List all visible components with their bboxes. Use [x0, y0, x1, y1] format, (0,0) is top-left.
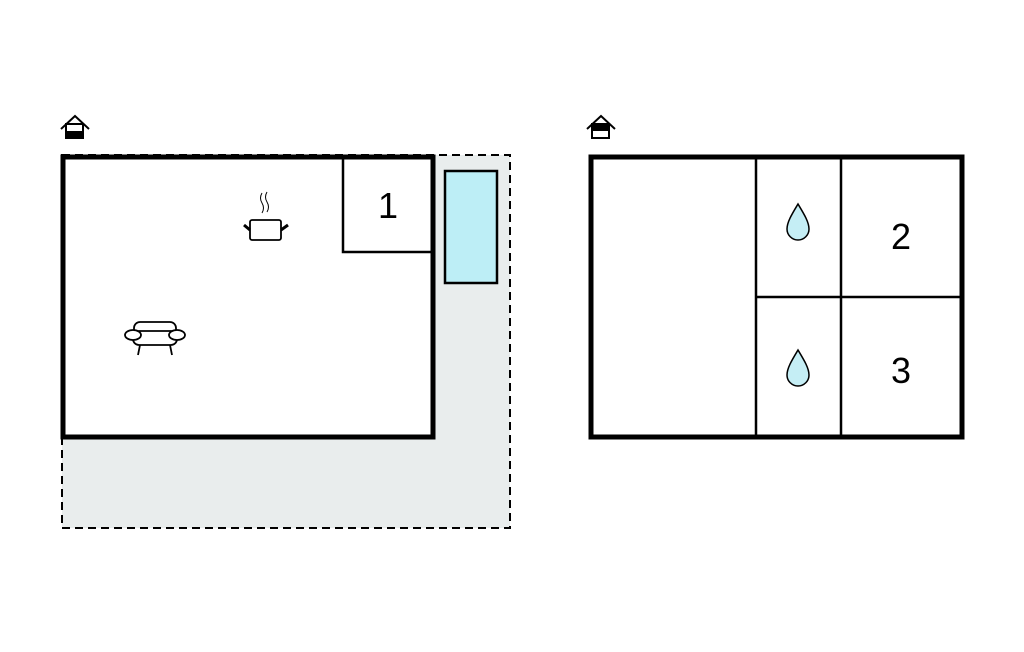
water-drop-icon — [786, 348, 810, 387]
upper-floor-plan: 2 3 — [586, 114, 965, 440]
room-label-3: 3 — [891, 350, 911, 391]
pool — [443, 169, 499, 285]
room-label-2: 2 — [891, 216, 911, 257]
kitchen-pot-icon — [243, 191, 289, 241]
ground-floor-plan: 1 — [60, 114, 511, 529]
water-drop-icon — [786, 202, 810, 241]
room-label-1: 1 — [378, 185, 398, 226]
sofa-icon — [124, 321, 186, 356]
room-1 — [341, 155, 435, 254]
house-ground-floor-icon — [60, 114, 90, 139]
house-upper-floor-icon — [586, 114, 616, 139]
